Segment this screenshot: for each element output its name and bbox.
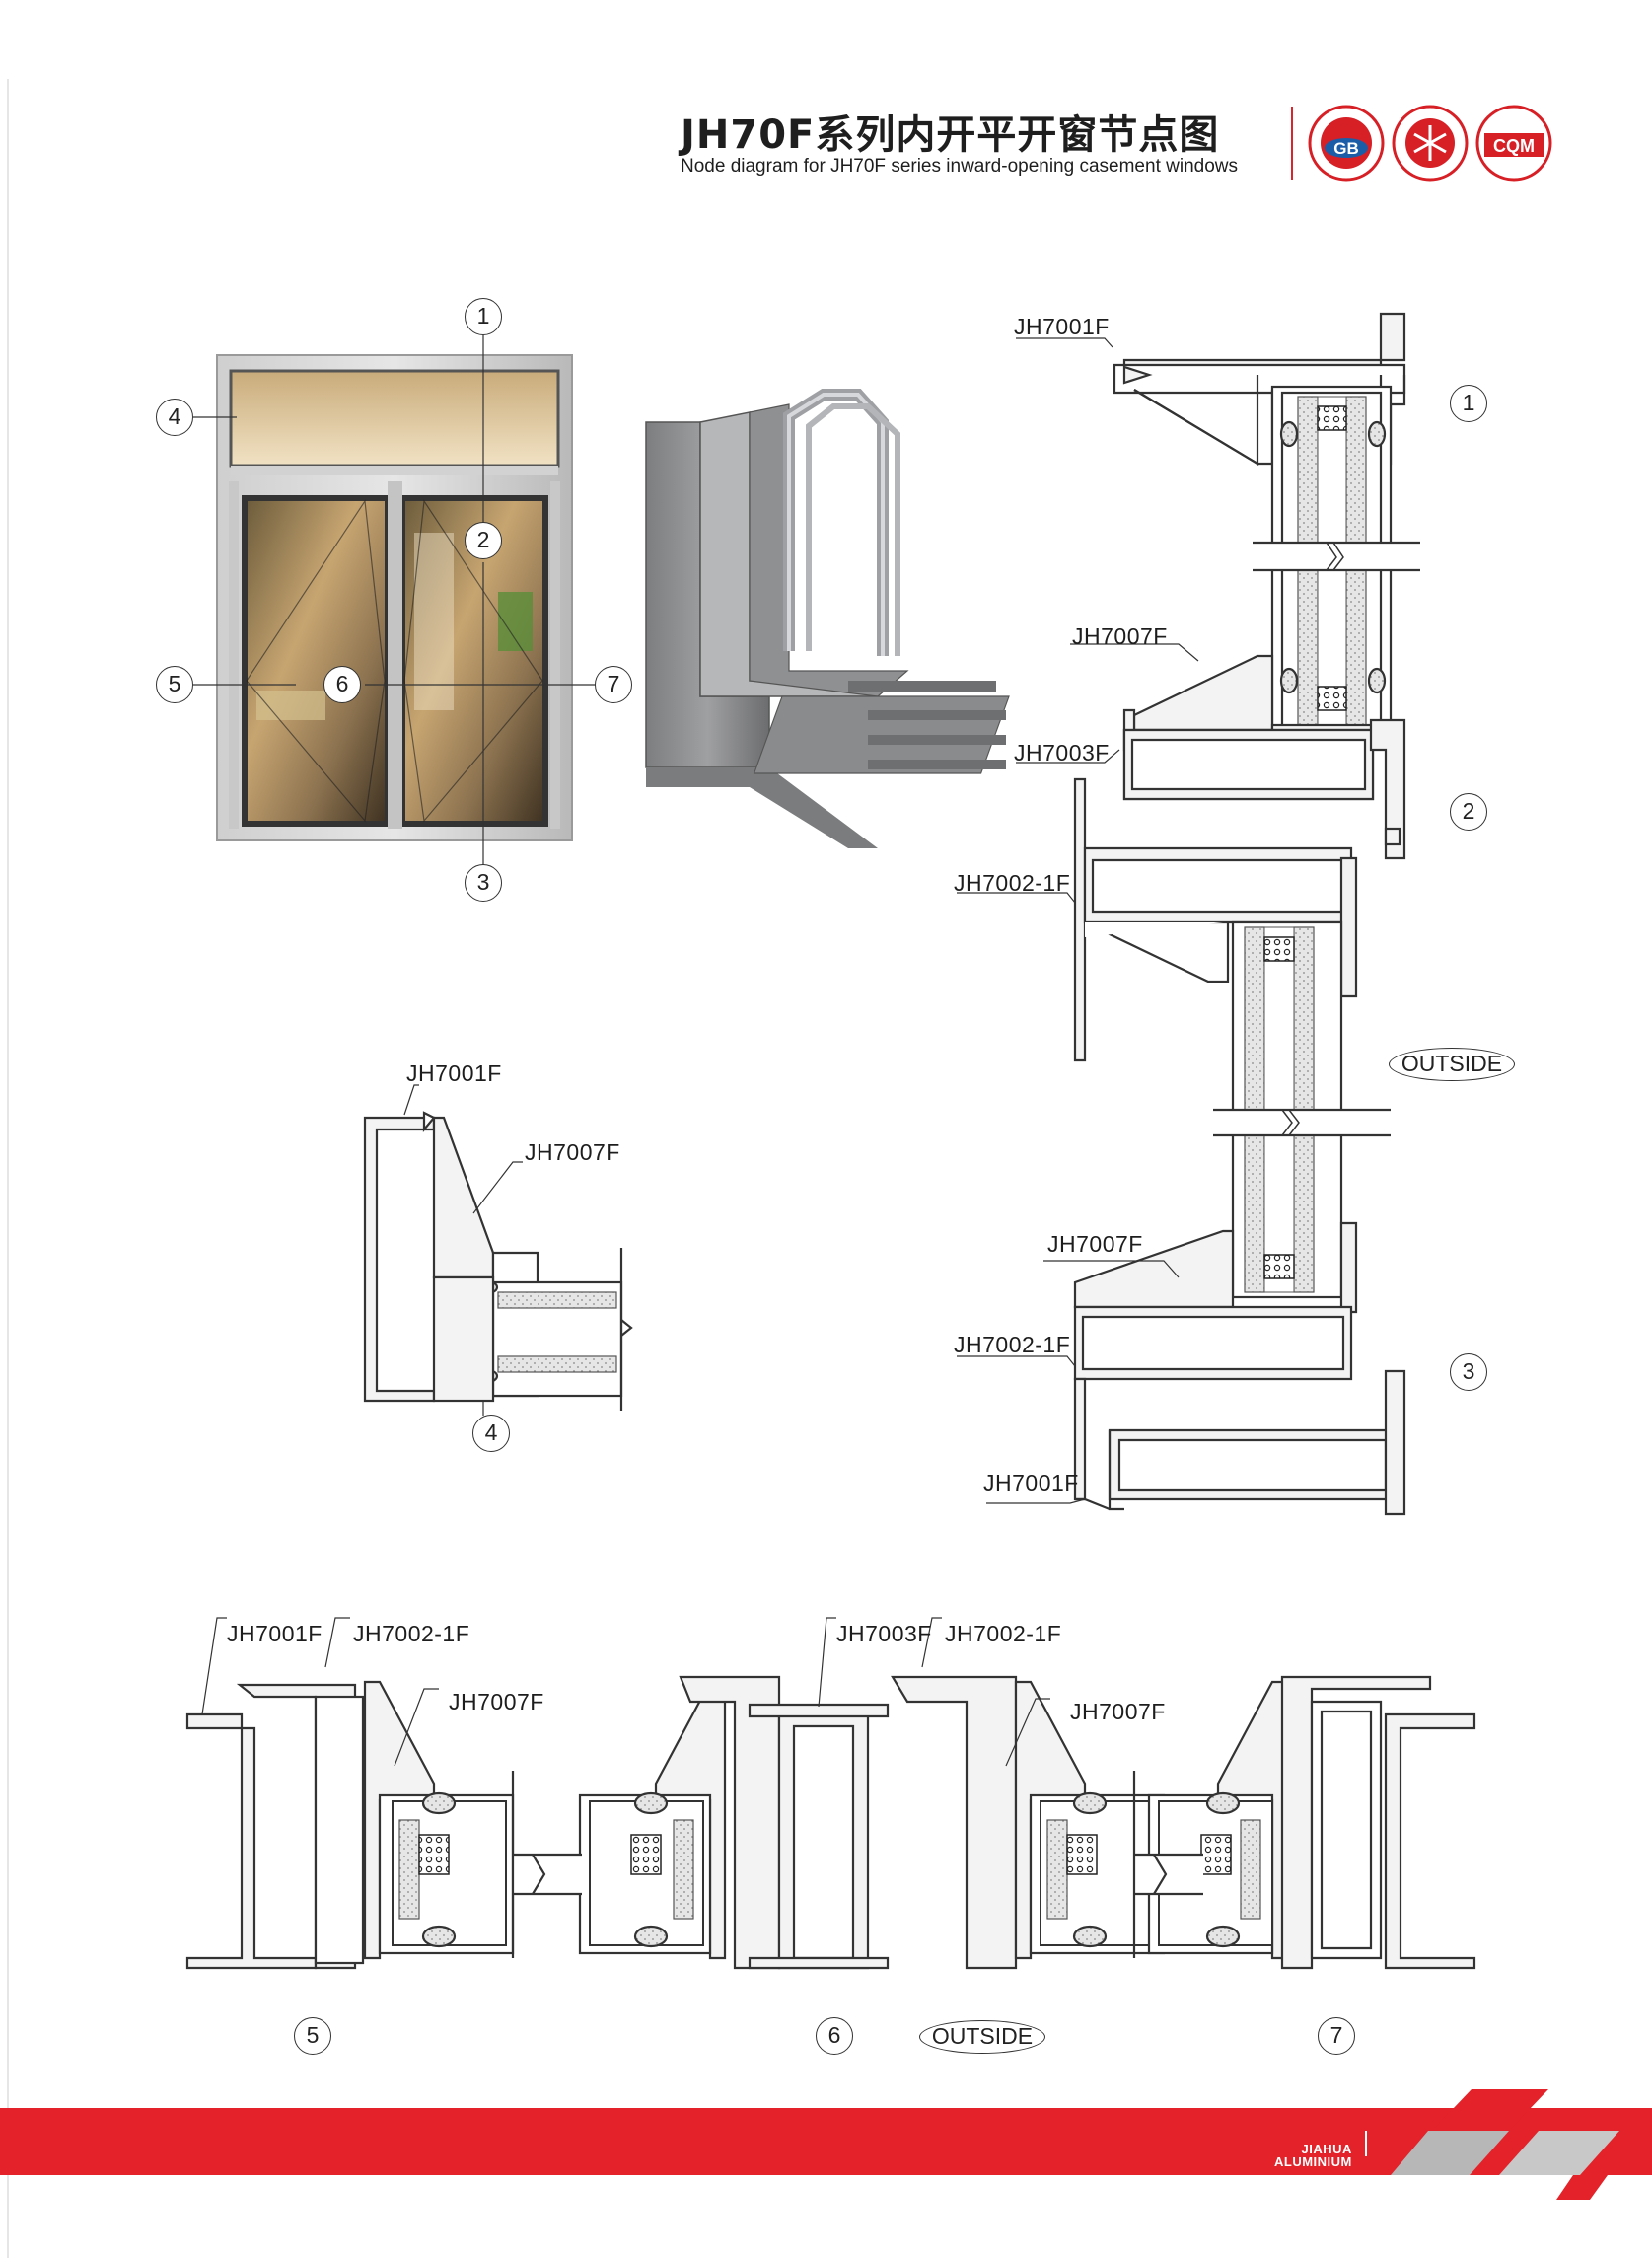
footer-band — [0, 2089, 1652, 2200]
logo-shape-right — [1499, 2131, 1619, 2175]
logo-shape-top — [1432, 2089, 1548, 2131]
footer-brand: JIAHUA ALUMINIUM — [1274, 2143, 1352, 2168]
profile-3d-render — [645, 389, 1010, 848]
jamb-section-leaders — [403, 1084, 523, 1416]
outside-label-bottom: OUTSIDE — [919, 2020, 1045, 2054]
label-jh7001f-jamb: JH7001F — [406, 1060, 502, 1086]
window-marker-1: 1 — [465, 298, 502, 335]
section-marker-2: 2 — [1450, 793, 1487, 831]
section-marker-3: 3 — [1450, 1353, 1487, 1391]
window-marker-5: 5 — [156, 666, 193, 703]
outside-label-right: OUTSIDE — [1389, 1048, 1515, 1081]
vertical-section — [1073, 312, 1420, 1516]
footer-red-strip — [0, 2108, 1652, 2175]
vertical-section-leaders — [957, 337, 1199, 1504]
svg-text:CQM: CQM — [1493, 136, 1535, 156]
label-jh7007f-right: JH7007F — [1070, 1699, 1166, 1724]
window-elevation — [193, 335, 597, 868]
brand-line-1: JIAHUA — [1301, 2142, 1352, 2156]
window-marker-2: 2 — [465, 522, 502, 559]
section-marker-4: 4 — [472, 1415, 510, 1452]
label-jh7002-1f-lower: JH7002-1F — [954, 1332, 1071, 1357]
snowflake-seal-icon — [1392, 105, 1469, 182]
window-marker-6: 6 — [323, 666, 361, 703]
label-jh7002-1f-left: JH7002-1F — [353, 1621, 470, 1646]
label-jh7007f-lower: JH7007F — [1047, 1231, 1143, 1257]
label-jh7007f-jamb: JH7007F — [525, 1139, 620, 1165]
svg-text:GB: GB — [1333, 139, 1359, 158]
label-jh7001f-bottom: JH7001F — [983, 1470, 1079, 1495]
jamb-section-4 — [363, 1111, 633, 1411]
window-marker-7: 7 — [595, 666, 632, 703]
label-jh7007f-left: JH7007F — [449, 1689, 544, 1714]
section-marker-5: 5 — [294, 2017, 331, 2055]
page-subtitle: Node diagram for JH70F series inward-ope… — [681, 156, 1238, 177]
label-jh7003f: JH7003F — [1014, 740, 1110, 765]
label-jh7002-1f-upper: JH7002-1F — [954, 870, 1071, 896]
page-title: JH70F系列内开平开窗节点图 — [681, 112, 1220, 158]
horizontal-section — [185, 1675, 1476, 1970]
label-jh7002-1f-right: JH7002-1F — [945, 1621, 1062, 1646]
logo-shape-mid — [1391, 2131, 1509, 2175]
label-jh7001f-left: JH7001F — [227, 1621, 323, 1646]
brand-line-2: ALUMINIUM — [1274, 2154, 1352, 2169]
transom-bar — [231, 466, 558, 475]
transom-pane — [229, 369, 560, 468]
section-marker-7: 7 — [1318, 2017, 1355, 2055]
horizontal-section-leaders — [201, 1617, 1050, 1767]
label-jh7003f-mullion: JH7003F — [836, 1621, 932, 1646]
left-sash-pane — [242, 495, 391, 827]
section-marker-1: 1 — [1450, 385, 1487, 422]
cqm-seal-icon: CQM — [1475, 105, 1552, 182]
label-jh7007f-upper: JH7007F — [1072, 623, 1168, 649]
window-marker-4: 4 — [156, 399, 193, 436]
gb-seal-icon: GB — [1308, 105, 1385, 182]
window-marker-3: 3 — [465, 864, 502, 902]
label-jh7001f-top: JH7001F — [1014, 314, 1110, 339]
section-marker-6: 6 — [816, 2017, 853, 2055]
